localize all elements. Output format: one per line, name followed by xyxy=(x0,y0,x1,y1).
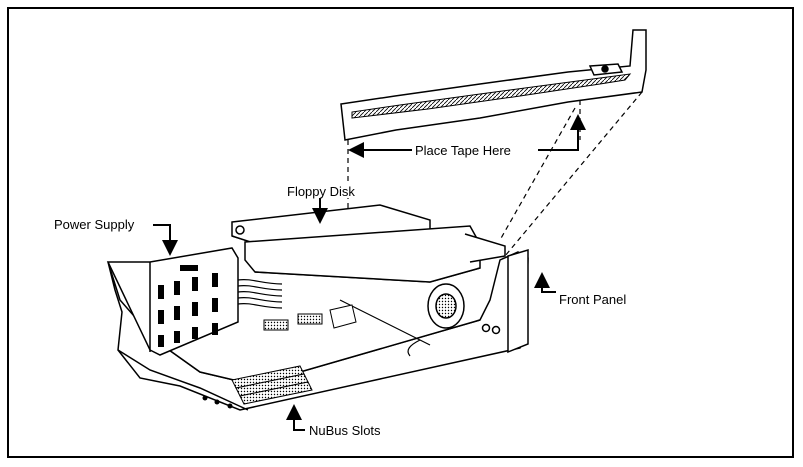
front-panel-bracket xyxy=(340,29,647,141)
power-supply-label: Power Supply xyxy=(52,217,137,232)
connectors xyxy=(263,304,357,331)
front-panel-label: Front Panel xyxy=(557,292,629,307)
floppy-drive xyxy=(231,204,506,283)
nubus-slot-block xyxy=(231,365,313,405)
place-tape-label: Place Tape Here xyxy=(413,143,513,158)
power-supply xyxy=(106,247,239,356)
nubus-slots-label: NuBus Slots xyxy=(307,423,383,438)
chassis xyxy=(107,248,529,411)
label-arrows xyxy=(153,198,556,431)
cables xyxy=(237,278,431,357)
nubus-screws xyxy=(202,395,233,409)
fan xyxy=(427,283,501,335)
tape-arrows xyxy=(348,114,586,158)
power-supply-vents xyxy=(158,265,218,347)
floppy-disk-label: Floppy Disk xyxy=(285,184,357,199)
